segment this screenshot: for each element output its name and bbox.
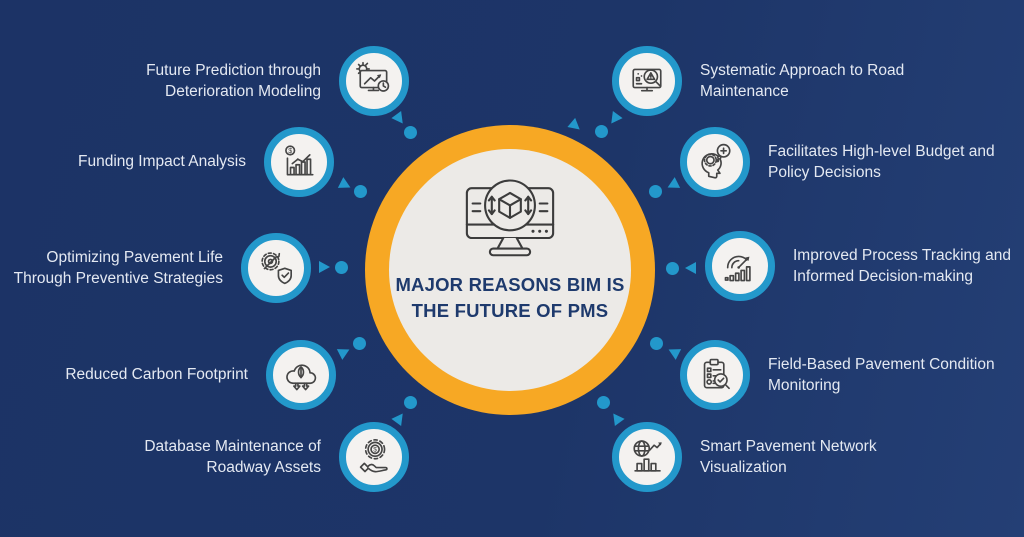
globe-bar-chart-icon	[612, 422, 682, 492]
item-future-prediction: Future Prediction through Deterioration …	[123, 46, 409, 116]
head-gear-thought-icon	[680, 127, 750, 197]
item-process-tracking: Improved Process Tracking and Informed D…	[705, 231, 1023, 301]
connector-dot	[335, 261, 348, 274]
connector-dot	[595, 125, 608, 138]
item-budget-policy: Facilitates High-level Budget and Policy…	[680, 127, 1024, 197]
monitor-trend-gear-clock-icon	[339, 46, 409, 116]
clipboard-magnifier-icon	[680, 340, 750, 410]
item-funding-impact: Funding Impact Analysis $	[78, 127, 334, 197]
connector-dot	[650, 337, 663, 350]
item-database-maintenance: Database Maintenance of Roadway Assets $	[137, 422, 409, 492]
bim-3d-model-monitor-icon	[457, 169, 563, 266]
cloud-leaf-arrows-icon	[266, 340, 336, 410]
connector-triangle	[337, 177, 354, 193]
center-orange-ring: MAJOR REASONS BIM IS THE FUTURE OF PMS	[365, 125, 655, 415]
center-title-line2: THE FUTURE OF PMS	[411, 300, 609, 322]
gauge-bar-chart-icon	[705, 231, 775, 301]
item-preventive-strategies: Optimizing Pavement Life Through Prevent…	[0, 233, 311, 303]
item-label: Optimizing Pavement Life Through Prevent…	[13, 248, 223, 287]
item-label: Database Maintenance of Roadway Assets	[144, 437, 321, 476]
connector-triangle	[336, 344, 353, 360]
dollar-bar-chart-icon: $	[264, 127, 334, 197]
svg-text:$: $	[373, 447, 377, 454]
connector-dot	[649, 185, 662, 198]
connector-dot	[404, 396, 417, 409]
hand-gear-dollar-icon: $	[339, 422, 409, 492]
svg-text:$: $	[288, 148, 292, 155]
decor-triangle	[567, 117, 584, 135]
connector-triangle	[664, 177, 681, 193]
item-label: Future Prediction through Deterioration …	[146, 61, 321, 100]
connector-dot	[404, 126, 417, 139]
gear-wrench-shield-icon	[241, 233, 311, 303]
monitor-magnifier-alert-icon	[612, 46, 682, 116]
center-circle: MAJOR REASONS BIM IS THE FUTURE OF PMS	[389, 149, 631, 391]
connector-dot	[353, 337, 366, 350]
item-label: Improved Process Tracking and Informed D…	[793, 246, 1011, 285]
item-label: Reduced Carbon Footprint	[65, 366, 248, 384]
item-label: Smart Pavement Network Visualization	[700, 437, 877, 476]
item-label: Funding Impact Analysis	[77, 153, 246, 171]
item-condition-monitoring: Field-Based Pavement Condition Monitorin…	[680, 340, 1004, 410]
connector-triangle	[319, 261, 330, 273]
connector-dot	[354, 185, 367, 198]
item-label: Facilitates High-level Budget and Policy…	[768, 142, 995, 181]
connector-dot	[597, 396, 610, 409]
center-title: MAJOR REASONS BIM IS THE FUTURE OF PMS	[395, 272, 624, 325]
center-title-line1: MAJOR REASONS BIM IS	[395, 274, 625, 295]
item-label: Systematic Approach to Road Maintenance	[700, 61, 905, 100]
item-carbon-footprint: Reduced Carbon Footprint	[65, 340, 336, 410]
item-systematic-approach: Systematic Approach to Road Maintenance	[612, 46, 914, 116]
item-network-visualization: Smart Pavement Network Visualization	[612, 422, 878, 492]
connector-dot	[666, 262, 679, 275]
connector-triangle	[665, 344, 682, 360]
item-label: Field-Based Pavement Condition Monitorin…	[768, 355, 995, 394]
connector-triangle	[685, 262, 696, 274]
